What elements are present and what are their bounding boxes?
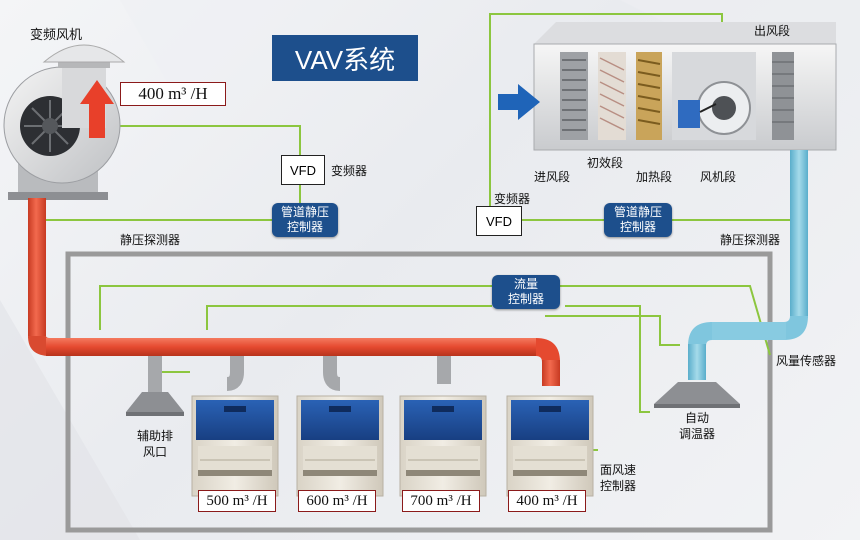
duct-pressure-controller-left: 管道静压 控制器 (272, 203, 338, 237)
fume-hoods (191, 395, 594, 497)
outlet-mesh-icon (772, 52, 794, 140)
fume-hood-4 (506, 395, 594, 497)
fume-hood-2 (296, 395, 384, 497)
duct-controller-right-line2: 控制器 (619, 220, 656, 234)
lab-room-outline (65, 251, 773, 533)
heating-coil-icon (636, 52, 662, 140)
duct-controller-right-line1: 管道静压 (613, 205, 662, 219)
face-velocity-controller-label: 面风速 控制器 (600, 462, 636, 494)
heating-section-label: 加热段 (636, 170, 673, 184)
supply-duct (688, 150, 808, 380)
duct-controller-left-line2: 控制器 (286, 220, 323, 234)
primary-filter-label: 初效段 (587, 156, 624, 170)
face-velocity-line1: 面风速 (600, 463, 637, 477)
supply-diffuser (654, 382, 740, 408)
auto-thermostat-label: 自动 调温器 (672, 410, 722, 442)
face-velocity-line2: 控制器 (600, 479, 637, 493)
hood-4-flow-value: 400 m³ /H (508, 490, 586, 512)
airflow-sensor-label: 风量传感器 (776, 354, 837, 368)
exhaust-fan-label: 变频风机 (30, 28, 83, 43)
auto-thermostat-line2: 调温器 (678, 427, 715, 441)
fume-hood-1 (191, 395, 279, 497)
vfd-box-right: VFD (476, 206, 522, 236)
hood-branch-ducts (226, 356, 451, 391)
aux-exhaust-line2: 风口 (142, 445, 167, 459)
hood-1-flow-value: 500 m³ /H (198, 490, 276, 512)
fan-flow-value: 400 m³ /H (120, 82, 226, 106)
inverter-left-label: 变频器 (331, 164, 368, 178)
air-handling-unit (498, 22, 837, 151)
aux-exhaust-hood (126, 356, 184, 416)
exhaust-fan-unit (3, 44, 126, 200)
hood-3-flow-value: 700 m³ /H (402, 490, 480, 512)
pressure-sensor-right-label: 静压探测器 (720, 233, 781, 247)
inlet-section-label: 进风段 (534, 170, 571, 184)
supply-fan-icon (672, 52, 756, 140)
page-title: VAV系统 (272, 35, 418, 81)
exhaust-duct (28, 198, 560, 386)
flow-controller-line2: 控制器 (507, 292, 544, 306)
duct-controller-left-line1: 管道静压 (280, 205, 329, 219)
aux-exhaust-line1: 辅助排 (136, 429, 173, 443)
hood-2-flow-value: 600 m³ /H (298, 490, 376, 512)
fan-section-label: 风机段 (700, 170, 737, 184)
inlet-arrow-icon (498, 84, 540, 120)
primary-filter-icon (598, 52, 626, 140)
auto-thermostat-line1: 自动 (684, 411, 709, 425)
flow-controller-line1: 流量 (513, 277, 538, 291)
pressure-sensor-left-label: 静压探测器 (120, 233, 181, 247)
inlet-louver-icon (560, 52, 588, 140)
fume-hood-3 (399, 395, 487, 497)
inverter-right-label: 变频器 (494, 192, 531, 206)
duct-pressure-controller-right: 管道静压 控制器 (604, 203, 672, 237)
aux-exhaust-label: 辅助排 风口 (128, 428, 182, 460)
outlet-section-label: 出风段 (754, 24, 791, 38)
vfd-box-left: VFD (281, 155, 325, 185)
flow-controller: 流量 控制器 (492, 275, 560, 309)
up-arrow-icon (80, 80, 114, 138)
